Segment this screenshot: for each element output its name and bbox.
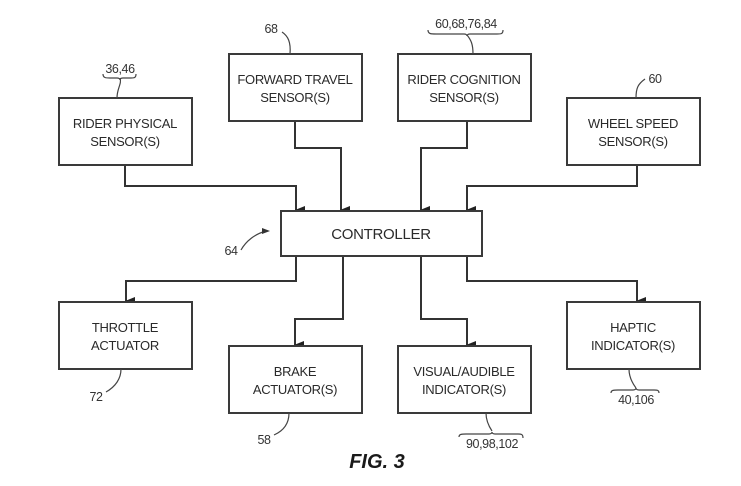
reference-brace xyxy=(102,73,137,81)
forward-travel-sensor-block: FORWARD TRAVEL SENSOR(S) 68 xyxy=(228,22,363,122)
throttle-actuator-block: THROTTLE ACTUATOR 72 xyxy=(58,301,193,404)
block-label-line1: THROTTLE xyxy=(92,320,159,335)
block-label-line1: VISUAL/AUDIBLE xyxy=(413,364,515,379)
reference-brace xyxy=(427,29,504,37)
controller-label: CONTROLLER xyxy=(331,226,431,243)
reference-numeral: 58 xyxy=(257,433,271,447)
haptic-indicator-block: HAPTIC INDICATOR(S) 40,106 xyxy=(566,301,701,407)
block-label-line2: SENSOR(S) xyxy=(429,90,499,105)
reference-leader xyxy=(273,412,290,436)
reference-numeral: 40,106 xyxy=(618,393,654,407)
block-label-line1: RIDER PHYSICAL xyxy=(73,116,177,131)
controller-block: CONTROLLER 64 xyxy=(224,210,483,258)
block-label-line1: BRAKE xyxy=(274,364,317,379)
reference-brace xyxy=(610,387,660,394)
reference-leader xyxy=(635,78,646,99)
reference-leader xyxy=(116,77,122,99)
block-label-line1: WHEEL SPEED xyxy=(588,116,678,131)
block-label-line1: HAPTIC xyxy=(610,320,656,335)
block-label-line2: SENSOR(S) xyxy=(260,90,330,105)
block-label-line2: SENSOR(S) xyxy=(90,134,160,149)
reference-numeral: 60 xyxy=(648,72,662,86)
wire-forward-travel-to-controller xyxy=(294,121,350,214)
reference-brace xyxy=(458,431,524,439)
wire-controller-to-throttle xyxy=(125,256,297,305)
reference-numeral: 36,46 xyxy=(105,62,135,76)
reference-numeral: 64 xyxy=(224,244,238,258)
wire-controller-to-haptic xyxy=(466,256,646,305)
reference-leader xyxy=(281,31,291,55)
wire-controller-to-brake xyxy=(294,256,344,349)
block-label-line2: ACTUATOR xyxy=(91,338,159,353)
brake-actuator-block: BRAKE ACTUATOR(S) 58 xyxy=(228,345,363,447)
reference-numeral: 68 xyxy=(264,22,278,36)
reference-numeral: 60,68,76,84 xyxy=(435,17,497,31)
reference-leader xyxy=(628,368,637,389)
rider-physical-sensor-block: RIDER PHYSICAL SENSOR(S) 36,46 xyxy=(58,62,193,166)
wire-rider-physical-to-controller xyxy=(124,165,305,214)
wire-controller-to-visual-audible xyxy=(420,256,476,349)
reference-leader xyxy=(105,368,122,393)
visual-audible-indicator-block: VISUAL/AUDIBLE INDICATOR(S) 90,98,102 xyxy=(397,345,532,451)
block-label-line2: SENSOR(S) xyxy=(598,134,668,149)
reference-leader xyxy=(466,34,474,55)
block-label-line2: INDICATOR(S) xyxy=(422,382,506,397)
block-label-line1: RIDER COGNITION xyxy=(407,72,520,87)
block-label-line2: ACTUATOR(S) xyxy=(253,382,337,397)
wheel-speed-sensor-block: WHEEL SPEED SENSOR(S) 60 xyxy=(566,72,701,166)
wire-rider-cognition-to-controller xyxy=(420,121,468,214)
block-label-line1: FORWARD TRAVEL xyxy=(237,72,352,87)
block-label-line2: INDICATOR(S) xyxy=(591,338,675,353)
reference-numeral: 72 xyxy=(89,390,103,404)
reference-leader xyxy=(485,412,493,432)
wire-wheel-speed-to-controller xyxy=(466,165,638,214)
reference-arrow-icon xyxy=(262,228,270,234)
figure-caption: FIG. 3 xyxy=(349,451,405,473)
rider-cognition-sensor-block: RIDER COGNITION SENSOR(S) 60,68,76,84 xyxy=(397,17,532,122)
reference-numeral: 90,98,102 xyxy=(466,437,518,451)
